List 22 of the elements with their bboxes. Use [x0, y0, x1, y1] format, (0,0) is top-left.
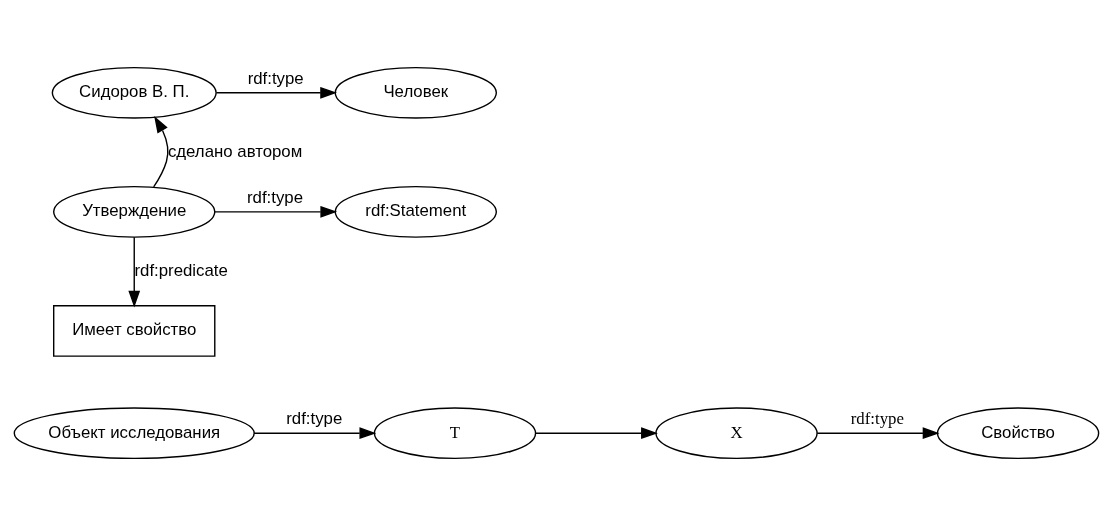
node-ellipse: T [373, 406, 537, 459]
node-ellipse: X [655, 406, 818, 459]
arrow [253, 426, 377, 439]
node-ellipse: Свойство [936, 406, 1100, 459]
arrow [816, 426, 940, 439]
edge-label: rdf:predicate [134, 260, 228, 280]
node-ellipse: Сидоров В. П. [51, 66, 217, 119]
edge-label: сделано автором [167, 141, 303, 161]
node-ellipse: rdf:Statement [334, 185, 497, 238]
edge-label: rdf:type [286, 408, 343, 428]
arrow [215, 86, 338, 99]
arrow [128, 236, 141, 308]
node-ellipse: Человек [334, 66, 497, 119]
node-ellipse: Утверждение [53, 185, 216, 238]
arrow [535, 426, 658, 439]
edge-label: rdf:type [850, 408, 904, 428]
arrow [152, 115, 169, 188]
node-ellipse: Объект исследования [13, 406, 255, 459]
edge-label: rdf:type [247, 68, 304, 88]
edge-label: rdf:type [246, 187, 304, 207]
node-box: Имеет свойство [53, 304, 216, 357]
arrow [214, 205, 338, 218]
